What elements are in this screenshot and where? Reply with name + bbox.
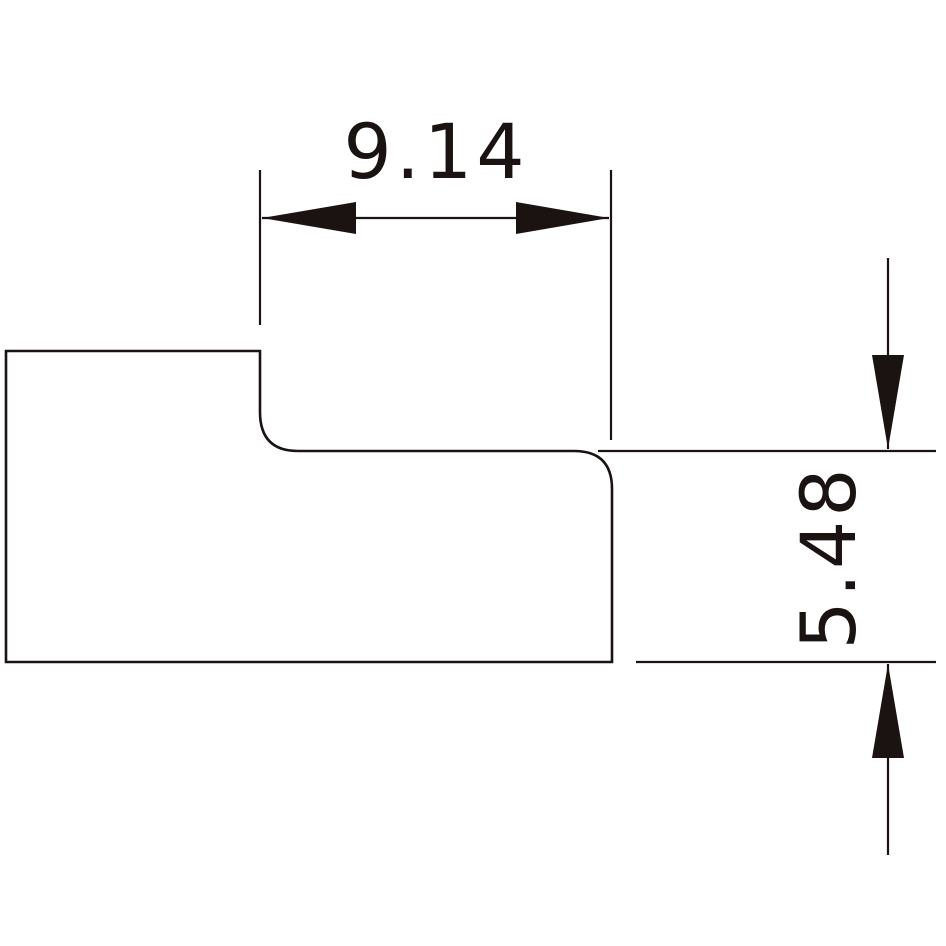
width-arrow-left xyxy=(262,202,356,234)
height-dimension-label: 5.48 xyxy=(784,464,873,649)
part-outline xyxy=(4,349,614,664)
width-dimension-label: 9.14 xyxy=(343,107,528,196)
width-arrow-right xyxy=(516,202,609,234)
height-arrow-bottom xyxy=(872,664,904,758)
height-arrow-top xyxy=(872,355,904,449)
